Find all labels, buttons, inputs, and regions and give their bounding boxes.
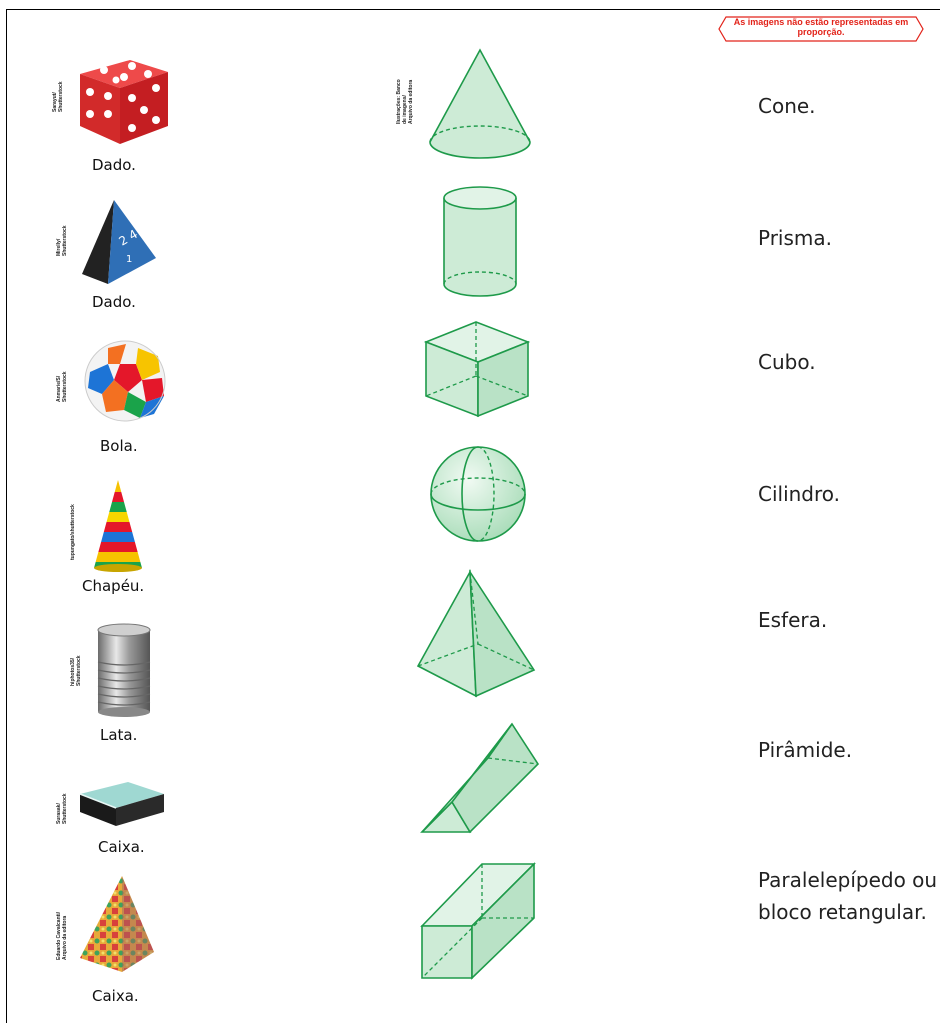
- shape-name-prisma: Prisma.: [758, 226, 833, 250]
- notice-text: As imagens não estão representadas em pr…: [733, 17, 909, 37]
- shape-name-piramide: Pirâmide.: [758, 738, 853, 762]
- object-label-lata: Lata.: [100, 726, 138, 744]
- shape-name-cilindro: Cilindro.: [758, 482, 841, 506]
- object-label-chapeu: Chapéu.: [82, 577, 145, 595]
- notice-bracket-icon: [718, 16, 924, 42]
- illustration-credit: Ilustrações: Banco de imagens/ Arquivo d…: [396, 79, 414, 124]
- svg-text:1: 1: [126, 254, 132, 265]
- cylinder-shape: [438, 184, 522, 308]
- photo-credit: Mirelly/ Shutterstock: [56, 225, 68, 256]
- photo-credit: hiphotos35/ Shutterstock: [70, 655, 82, 686]
- triangular-prism-shape: [418, 718, 542, 842]
- object-label-bola: Bola.: [100, 437, 138, 455]
- tin-can-image: [94, 622, 154, 718]
- object-label-dado-1: Dado.: [92, 156, 136, 174]
- shape-name-paralelepipedo: Paralelepípedo ou bloco retangular.: [758, 868, 938, 924]
- rectangular-prism-shape: [416, 858, 540, 988]
- photo-credit: Sarayut/ Shutterstock: [52, 81, 64, 112]
- object-label-dado-2: Dado.: [92, 293, 136, 311]
- shape-name-cubo: Cubo.: [758, 350, 816, 374]
- party-hat-image: [92, 478, 148, 576]
- decorated-pyramid-box-image: [76, 872, 156, 978]
- cone-shape: [420, 46, 540, 170]
- colorful-ball-image: [80, 338, 170, 424]
- pyramid-shape: [414, 568, 540, 704]
- shape-name-esfera: Esfera.: [758, 608, 828, 632]
- shape-name-cone: Cone.: [758, 94, 816, 118]
- photo-credit: Surasak/ Shutterstock: [56, 793, 68, 824]
- photo-credit: Anmarie/S/ Shutterstock: [56, 371, 68, 402]
- blue-tetrahedron-die-image: 2 4 1: [80, 196, 160, 288]
- red-die-image: [72, 52, 172, 148]
- object-label-caixa-1: Caixa.: [98, 838, 145, 856]
- dark-box-image: [76, 772, 166, 832]
- photo-credit: Eduardo Cavalcanti/ Arquivo da editora: [56, 911, 68, 960]
- cube-shape: [420, 318, 536, 426]
- object-label-caixa-2: Caixa.: [92, 987, 139, 1005]
- photo-credit: tupungato/shutterstock: [70, 504, 76, 560]
- sphere-shape: [424, 442, 534, 550]
- page-frame: [6, 9, 940, 1023]
- proportion-notice: As imagens não estão representadas em pr…: [716, 14, 926, 44]
